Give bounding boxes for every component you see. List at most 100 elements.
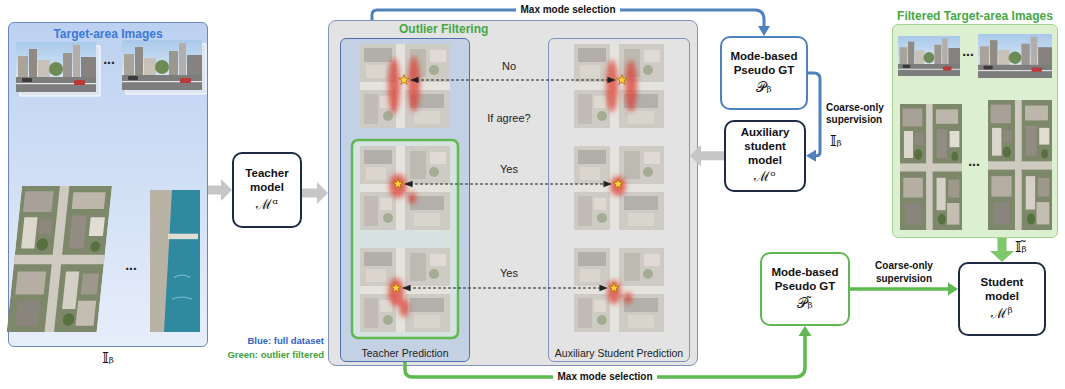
- node-title: Teacher model: [238, 167, 296, 195]
- node-title: Mode-based Pseudo GT: [726, 50, 802, 78]
- heatmap-images-part: [609, 283, 619, 293]
- heatmap-images-part-part: [624, 292, 632, 304]
- heatmap-images-part-part: [574, 248, 664, 332]
- arrow-head: [690, 145, 701, 167]
- arrow-head: [990, 251, 1014, 262]
- heatmap-images-part-part: [606, 60, 618, 112]
- node-title: Target-area Images: [9, 27, 207, 41]
- node-title: Auxiliary student model: [730, 126, 800, 167]
- arrow-head: [758, 26, 770, 36]
- connector-line: [701, 151, 724, 160]
- text-holder: Coarse-only supervision: [859, 260, 949, 285]
- heatmap-images-part-part: [574, 146, 664, 230]
- text-holder: ...: [962, 154, 986, 169]
- input-images-part-part: [7, 186, 112, 332]
- heatmap-images-part-part: [408, 56, 420, 112]
- text-holder: ...: [96, 52, 122, 67]
- heatmap-images-part-part: [408, 192, 416, 204]
- filtered-images-part: [978, 34, 1052, 78]
- heatmap-images-part: [617, 75, 627, 85]
- heatmap-images-part-part: [360, 146, 450, 230]
- filter-outline-part: [352, 140, 458, 338]
- annotation: Yes: [489, 163, 529, 176]
- text-holder: Coarse-only supervision: [826, 102, 888, 127]
- text-holder: Target-area Images: [9, 27, 207, 41]
- filtered-images: [898, 34, 1052, 230]
- input-images-part: [126, 44, 206, 94]
- text-holder: If agree?: [469, 112, 549, 125]
- edge-label: Coarse-only supervision: [826, 102, 888, 127]
- node-symbol: 𝕀ᵦ̃: [1015, 238, 1027, 256]
- arrow-head: [317, 182, 328, 204]
- text-holder: Teacher Prediction: [343, 347, 467, 359]
- heatmap-images-part-part: [389, 174, 407, 198]
- heatmap-images-part: [393, 179, 403, 189]
- filtered-images-part: [900, 104, 962, 230]
- edge-label: Coarse-only supervision: [859, 260, 949, 285]
- ellipsis: ...: [96, 52, 122, 67]
- input-images-part: [122, 40, 202, 90]
- connector-line: [850, 287, 951, 291]
- heatmap-images-part: [574, 146, 664, 230]
- node-symbol: ℳᵒ: [754, 167, 775, 185]
- annotation: Yes: [489, 267, 529, 280]
- heatmap-images-part: [360, 146, 450, 230]
- heatmap-images-part: [360, 44, 450, 128]
- node-title: Teacher Prediction: [343, 347, 467, 359]
- connector-line: [998, 238, 1007, 251]
- node-title: Mode-based Pseudo GT: [766, 266, 844, 294]
- heatmap-images-part: [613, 179, 623, 189]
- text-holder: 𝕀ᵦ: [830, 132, 860, 150]
- text-holder: Yes: [489, 267, 529, 280]
- text-holder: Outlier Filtering: [399, 22, 488, 36]
- heatmap-images-part-part: [360, 44, 450, 128]
- filter-outline: [352, 140, 458, 338]
- connector-line: [405, 333, 805, 377]
- input-images-part: [150, 190, 200, 332]
- pseudo-gt-box: Mode-based Pseudo GT𝒫ᵦ̃: [760, 252, 850, 326]
- text-holder: ...: [956, 44, 980, 59]
- node-symbol: ℳᵅ: [256, 195, 278, 213]
- ellipsis: ...: [956, 44, 980, 59]
- input-images-part: [16, 42, 96, 92]
- agreement-arrows-part: [405, 183, 611, 184]
- filtered-images-part: [988, 100, 1052, 230]
- input-images-part: [20, 46, 100, 96]
- image-panel: Target-area Images𝕀ᵦ: [8, 22, 208, 347]
- node-symbol: 𝕀ᵦ: [9, 349, 207, 367]
- model-box: Auxiliary student modelℳᵒ: [724, 120, 806, 192]
- ellipsis: ...: [115, 258, 147, 273]
- node-title: Outlier Filtering: [399, 22, 488, 36]
- heatmap-images-part-part: [607, 280, 621, 304]
- annotation: No: [489, 60, 529, 73]
- connector: [405, 326, 812, 377]
- heatmap-images-part: [388, 56, 637, 317]
- pseudo-gt-box: Mode-based Pseudo GT𝒫ᵦ: [720, 36, 808, 110]
- text-holder: Auxiliary Student Prediction: [551, 347, 687, 359]
- input-images: [7, 40, 206, 332]
- annotation: 𝕀ᵦ: [830, 132, 860, 150]
- edge-label: Max mode selection: [516, 4, 619, 17]
- arrow-head: [948, 283, 958, 296]
- node-symbol: 𝒫ᵦ̃: [797, 294, 812, 312]
- heatmap-images-part: [360, 248, 450, 332]
- heatmap-images-part-part: [574, 44, 664, 128]
- text-holder: Yes: [489, 163, 529, 176]
- annotation: If agree?: [469, 112, 549, 125]
- connector: [690, 145, 724, 167]
- ellipsis: ...: [962, 154, 986, 169]
- connector: [806, 73, 820, 162]
- annotation: Blue: full dataset: [186, 335, 324, 346]
- connector: [990, 238, 1014, 262]
- heatmap-images-part-part: [388, 278, 404, 306]
- heatmap-images-part-part: [360, 248, 450, 332]
- connector-line: [208, 186, 221, 195]
- model-box: Teacher modelℳᵅ: [232, 152, 302, 228]
- node-title: Filtered Target-area Images: [877, 9, 1065, 23]
- text-holder: 𝕀ᵦ̃: [1015, 238, 1027, 256]
- heatmap-images-part: [360, 44, 664, 332]
- agreement-arrows: [403, 80, 615, 288]
